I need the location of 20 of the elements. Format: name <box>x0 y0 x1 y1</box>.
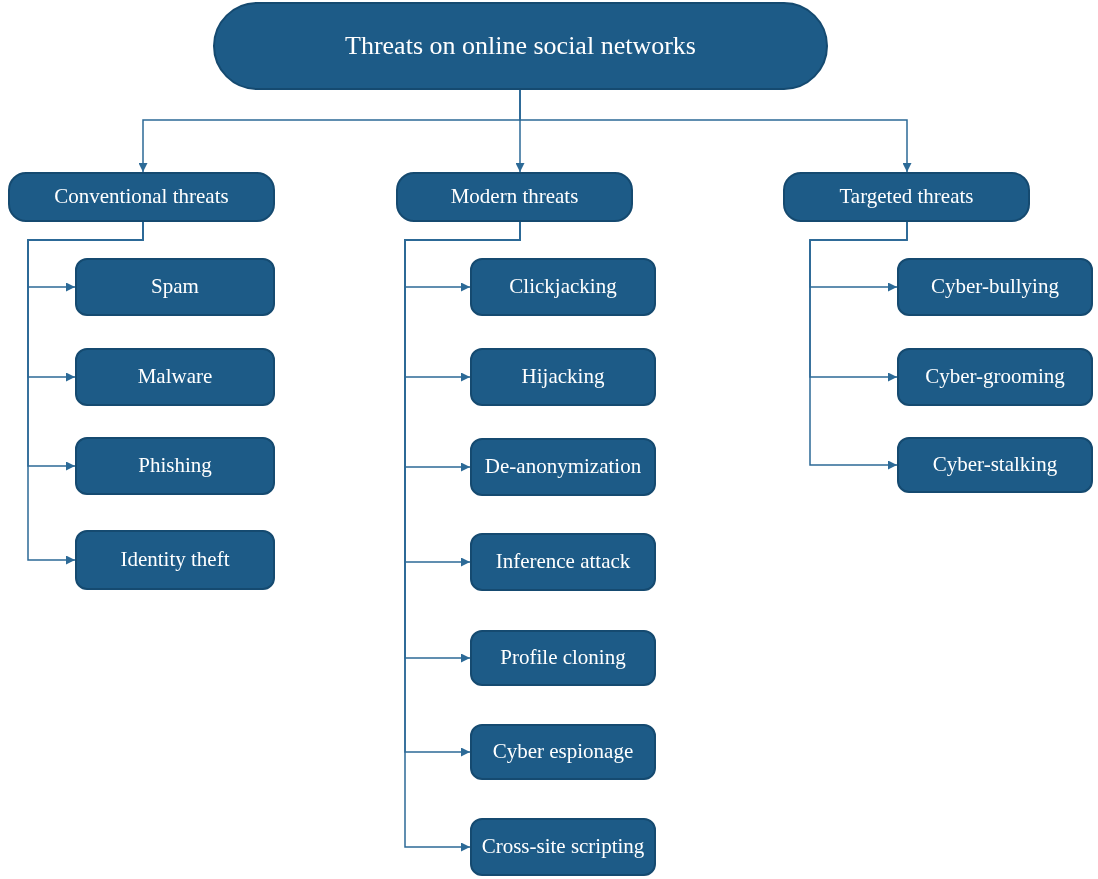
threat-box: Profile cloning <box>470 630 656 686</box>
category-box: Targeted threats <box>783 172 1030 222</box>
threat-box: Inference attack <box>470 533 656 591</box>
threat-box: Cyber espionage <box>470 724 656 780</box>
connector-arrow <box>519 89 912 173</box>
threat-box: Identity theft <box>75 530 275 590</box>
category-box: Conventional threats <box>8 172 275 222</box>
threat-box: Cyber-bullying <box>897 258 1093 316</box>
threat-box: Malware <box>75 348 275 406</box>
threat-box: Phishing <box>75 437 275 495</box>
root-topic-box: Threats on online social networks <box>213 2 828 90</box>
connector-arrow <box>809 221 908 470</box>
threat-box: Cyber-stalking <box>897 437 1093 493</box>
category-box: Modern threats <box>396 172 633 222</box>
threat-box: Cyber-grooming <box>897 348 1093 406</box>
threat-box: Clickjacking <box>470 258 656 316</box>
threat-box: Spam <box>75 258 275 316</box>
threat-box: Hijacking <box>470 348 656 406</box>
threat-box: De-anonymization <box>470 438 656 496</box>
threat-box: Cross-site scripting <box>470 818 656 876</box>
